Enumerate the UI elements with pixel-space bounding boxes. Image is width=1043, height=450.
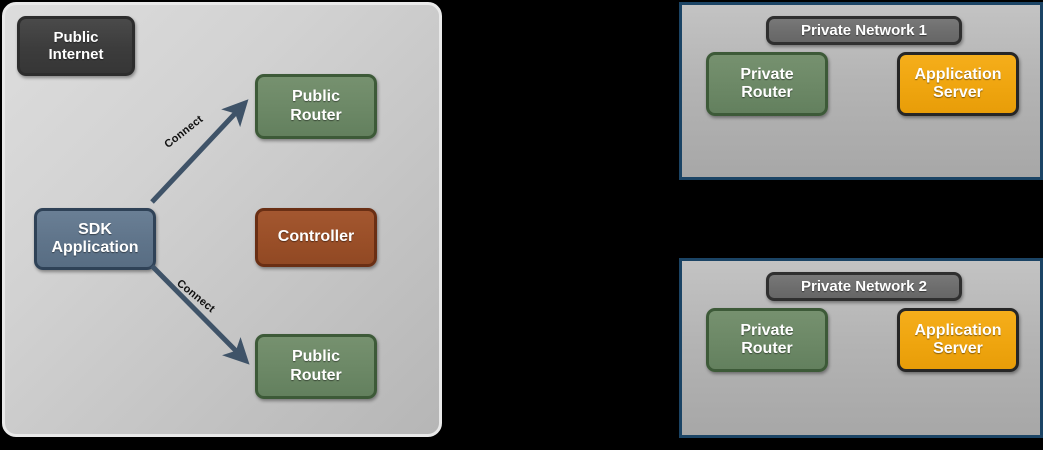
node-application-server-2[interactable]: Application Server xyxy=(897,308,1019,372)
private-network-1-panel: Private Network 1 Private Router Applica… xyxy=(679,2,1043,180)
private-network-2-title: Private Network 2 xyxy=(766,272,962,301)
private-network-1-title: Private Network 1 xyxy=(766,16,962,45)
private-network-2-panel: Private Network 2 Private Router Applica… xyxy=(679,258,1043,438)
node-sdk-application[interactable]: SDK Application xyxy=(34,208,156,270)
node-private-router-2[interactable]: Private Router xyxy=(706,308,828,372)
node-controller[interactable]: Controller xyxy=(255,208,377,267)
public-internet-label-box: Public Internet xyxy=(17,16,135,76)
node-public-router-bottom[interactable]: Public Router xyxy=(255,334,377,399)
node-application-server-1[interactable]: Application Server xyxy=(897,52,1019,116)
node-private-router-1[interactable]: Private Router xyxy=(706,52,828,116)
public-internet-zone-panel: Public Internet Public Router SDK Applic… xyxy=(2,2,442,437)
node-public-router-top[interactable]: Public Router xyxy=(255,74,377,139)
